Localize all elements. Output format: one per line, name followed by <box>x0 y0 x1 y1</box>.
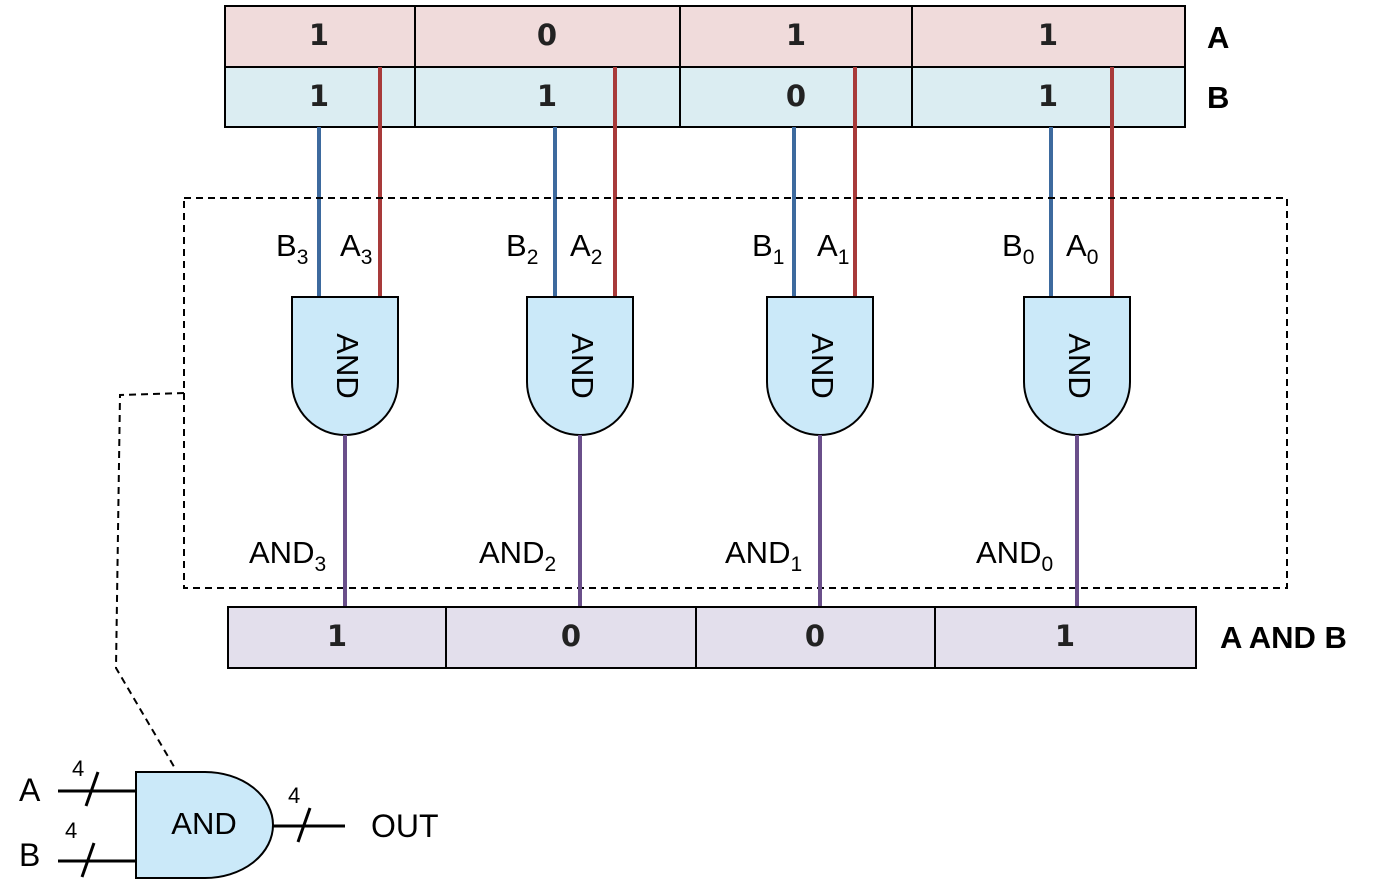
bus-slash <box>84 771 100 807</box>
register-b-bit-2: 1 <box>537 79 557 113</box>
and-gate-2: AND <box>526 296 634 436</box>
and-symbol: AND A B 4 4 4 OUT <box>19 756 439 879</box>
register-a-bit-0: 1 <box>1038 18 1058 52</box>
and-gate-shape <box>766 296 874 436</box>
zoom-connector <box>114 392 185 771</box>
label-b2: B2 <box>506 228 538 269</box>
and-gate-text: AND <box>565 333 600 398</box>
result-bit-0: 1 <box>1055 619 1075 653</box>
label-and2: AND2 <box>479 535 556 576</box>
and-gate-shape <box>291 296 399 436</box>
symbol-input-b-label: B <box>19 837 40 873</box>
register-a-background <box>224 5 1186 68</box>
register-b-label: B <box>1207 80 1229 115</box>
register-b-bit-3: 1 <box>309 79 329 113</box>
bus-slash <box>80 842 96 878</box>
register-b-bit-1: 0 <box>786 79 806 113</box>
result-bit-2: 0 <box>561 619 581 653</box>
output-labels: AND3 AND2 AND1 AND0 <box>249 535 1053 576</box>
symbol-gate-text: AND <box>171 806 236 841</box>
result-bit-1: 0 <box>805 619 825 653</box>
register-a-bit-1: 1 <box>786 18 806 52</box>
register-a-bit-2: 0 <box>537 18 557 52</box>
input-wires <box>317 67 1114 297</box>
symbol-width-out: 4 <box>288 783 300 808</box>
and-gate-shape <box>526 296 634 436</box>
label-a0: A0 <box>1066 228 1098 269</box>
label-b1: B1 <box>752 228 784 269</box>
input-labels: B3 A3 B2 A2 B1 A1 B0 A0 <box>276 228 1098 269</box>
and-gate-3: AND <box>291 296 399 436</box>
register-a-label: A <box>1207 20 1229 55</box>
label-and0: AND0 <box>976 535 1053 576</box>
register-a-bit-3: 1 <box>309 18 329 52</box>
label-a2: A2 <box>570 228 602 269</box>
result-register-background <box>227 606 1197 669</box>
result-bit-3: 1 <box>327 619 347 653</box>
label-and1: AND1 <box>725 535 802 576</box>
register-b-background <box>224 66 1186 128</box>
and-gate-text: AND <box>1062 333 1097 398</box>
output-wires <box>343 435 1079 606</box>
register-b: 1 1 0 1 B <box>224 66 1229 128</box>
and-gate-text: AND <box>805 333 840 398</box>
result-label: A AND B <box>1220 620 1347 655</box>
and-gate-0: AND <box>1023 296 1131 436</box>
label-and3: AND3 <box>249 535 326 576</box>
label-a1: A1 <box>817 228 849 269</box>
label-a3: A3 <box>340 228 372 269</box>
symbol-gate-shape <box>135 771 274 879</box>
and-gate-text: AND <box>330 333 365 398</box>
bus-slash <box>296 807 312 843</box>
symbol-output-label: OUT <box>371 808 439 844</box>
symbol-width-a: 4 <box>72 756 84 781</box>
register-b-bit-0: 1 <box>1038 79 1058 113</box>
symbol-input-a-label: A <box>19 772 41 808</box>
and-gate-1: AND <box>766 296 874 436</box>
label-b3: B3 <box>276 228 308 269</box>
result-register: 1 0 0 1 A AND B <box>227 606 1347 669</box>
and-gate-shape <box>1023 296 1131 436</box>
label-b0: B0 <box>1002 228 1034 269</box>
symbol-width-b: 4 <box>65 818 77 843</box>
register-a: 1 0 1 1 A <box>224 5 1229 68</box>
